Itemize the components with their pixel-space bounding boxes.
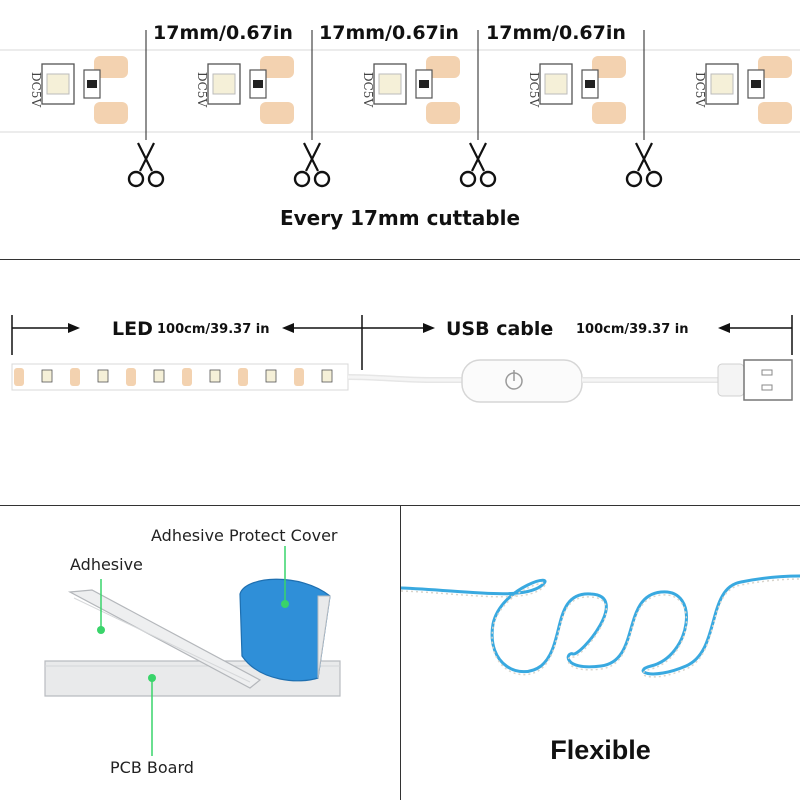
pcb-board-label: PCB Board [110, 758, 194, 777]
copper-pad [94, 102, 128, 124]
adhesive-protect-cover-label: Adhesive Protect Cover [151, 526, 338, 545]
panel-divider-middle [0, 505, 800, 506]
mini-pad [14, 368, 24, 386]
copper-pad [260, 56, 294, 78]
led-strip-small [11, 363, 349, 391]
usb-cable-label: USB cable [446, 318, 554, 340]
mini-led [265, 369, 277, 383]
led-strip-closeup: DC5VDC5VDC5VDC5VDC5VDC5V [0, 30, 800, 188]
adhesive-layer [67, 589, 262, 689]
mini-pad [126, 368, 136, 386]
copper-pad [592, 102, 626, 124]
segment-length-label-1: 17mm/0.67in [153, 22, 293, 44]
panel-divider-vertical [400, 506, 401, 800]
layer-diagram [44, 546, 341, 756]
segment-length-label-2: 17mm/0.67in [319, 22, 459, 44]
copper-pad [426, 102, 460, 124]
voltage-marking: DC5V [29, 72, 43, 107]
copper-pad [758, 56, 792, 78]
copper-pad [94, 56, 128, 78]
scissors-icon [459, 142, 497, 188]
mini-pad [238, 368, 248, 386]
usb-plug-body [717, 363, 745, 397]
led-length-label: 100cm/39.37 in [157, 322, 270, 337]
voltage-marking: DC5V [361, 72, 375, 107]
mini-led [41, 369, 53, 383]
voltage-marking: DC5V [693, 72, 707, 107]
panel-divider-top [0, 259, 800, 260]
flexible-caption: Flexible [550, 735, 651, 765]
mini-pad [294, 368, 304, 386]
copper-pad [758, 102, 792, 124]
flexible-strip-illustration [401, 574, 800, 678]
led-label: LED [112, 318, 153, 340]
length-diagram [11, 315, 793, 403]
scissors-icon [293, 142, 331, 188]
voltage-marking: DC5V [195, 72, 209, 107]
adhesive-label: Adhesive [70, 555, 143, 574]
length-diagram-panel: LED 100cm/39.37 in USB cable 100cm/39.37… [0, 260, 800, 505]
scissors-icon [127, 142, 165, 188]
mini-pad [182, 368, 192, 386]
copper-pad [592, 56, 626, 78]
cut-diagram-panel: DC5VDC5VDC5VDC5VDC5VDC5V 17mm/0.67in 17m… [0, 0, 800, 258]
mini-led [209, 369, 221, 383]
copper-pad [260, 102, 294, 124]
flexible-panel: Flexible [401, 506, 800, 800]
voltage-marking: DC5V [527, 72, 541, 107]
mini-led [97, 369, 109, 383]
usb-plug-connector [743, 359, 793, 401]
segment-length-label-3: 17mm/0.67in [486, 22, 626, 44]
mini-pad [70, 368, 80, 386]
scissors-icon [625, 142, 663, 188]
copper-pad [426, 56, 460, 78]
usb-cable-length-label: 100cm/39.37 in [576, 322, 689, 337]
layer-diagram-panel: Adhesive Protect Cover Adhesive PCB Boar… [0, 506, 400, 800]
cut-caption: Every 17mm cuttable [279, 206, 521, 230]
mini-led [321, 369, 333, 383]
mini-led [153, 369, 165, 383]
